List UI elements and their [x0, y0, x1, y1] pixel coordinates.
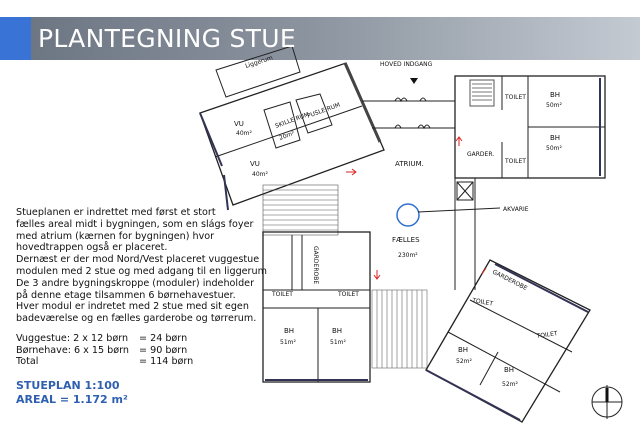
plan-scale: STUEPLAN 1:100 AREAL = 1.172 m² — [16, 379, 128, 407]
count-row-total: Total = 114 børn — [16, 356, 193, 368]
count-value: = 90 børn — [139, 344, 188, 356]
label-toilet-se2: TOILET — [535, 330, 558, 340]
label-bh-ne2: BH — [550, 134, 560, 142]
label-toilet-sw2: TOILET — [337, 291, 359, 298]
description-line: Hver modul er indretet med 2 stue med si… — [16, 301, 249, 313]
description-line: De 3 andre bygningskroppe (moduler) inde… — [16, 277, 255, 289]
count-row-vuggestue: Vuggestue: 2 x 12 børn = 24 børn — [16, 333, 193, 345]
red-arrow-icon — [346, 168, 357, 176]
terrace-hatch — [371, 289, 428, 369]
label-toilet-sw1: TOILET — [271, 291, 293, 298]
main-stairs — [262, 184, 339, 236]
description-line: Stueplanen er indrettet med først et sto… — [16, 207, 216, 218]
description-line: modulen med 2 stue og med adgang til en … — [16, 265, 267, 277]
label-bh-sw2: BH — [332, 327, 342, 335]
label-vu2: VU — [250, 160, 260, 168]
description-line: fælles areal midt i bygningen, som en sl… — [16, 218, 254, 230]
red-arrow-icon — [373, 270, 381, 280]
label-toilet-se1: TOILET — [471, 297, 494, 308]
label-faelles: FÆLLES — [392, 236, 420, 244]
count-label: Total — [16, 356, 39, 368]
label-bh-ne1-area: 50m² — [546, 102, 562, 109]
description-line: hovedtrappen også er placeret. — [16, 242, 168, 254]
count-label: Børnehave: 6 x 15 børn — [16, 344, 129, 356]
children-counts: Vuggestue: 2 x 12 børn = 24 børn Børnehav… — [16, 333, 193, 368]
label-skillerum: SKILLE RUM — [274, 111, 310, 130]
red-arrow-icon — [481, 267, 487, 275]
page-title: PLANTEGNING STUE — [38, 24, 296, 53]
label-vu1: VU — [234, 120, 244, 128]
label-garderobe-sw: GARDEROBE — [312, 246, 319, 284]
title-accent — [0, 17, 31, 60]
description-line: med atrium (kærnen for bygningen) hvor — [16, 230, 215, 242]
label-bh-se1: BH — [458, 346, 468, 354]
label-bh-se1-area: 52m² — [456, 358, 472, 365]
label-skillerum-area: 20m² — [278, 130, 296, 142]
label-bh-sw2-area: 51m² — [330, 339, 346, 346]
label-entrance: HOVED INDGANG — [380, 61, 433, 68]
label-bh-ne1: BH — [550, 91, 560, 99]
nw-module — [199, 45, 385, 211]
akvarie-circle — [396, 203, 420, 227]
label-faelles-area: 230m² — [398, 252, 418, 259]
sw-module — [262, 231, 371, 383]
description-line: Dernæst er der mod Nord/Vest placeret vu… — [16, 254, 260, 266]
label-bh-ne2-area: 50m² — [546, 145, 562, 152]
entrance-corridor — [362, 97, 455, 130]
label-atrium: ATRIUM. — [395, 160, 424, 168]
description-line: på denne etage tilsammen 6 børnehavestue… — [16, 289, 236, 301]
count-value: = 24 børn — [139, 333, 188, 344]
label-vu1-area: 40m² — [236, 130, 252, 137]
count-row-boernehave: Børnehave: 6 x 15 børn = 90 børn — [16, 345, 193, 357]
label-vu2-area: 40m² — [252, 171, 268, 178]
entrance-arrow-icon — [410, 78, 418, 84]
north-compass-icon — [591, 385, 623, 419]
label-akvarie: AKVARIE — [503, 206, 529, 213]
description-line: badeværelse og en fælles garderobe og tø… — [16, 313, 257, 325]
se-module — [425, 259, 591, 423]
label-garder: GARDER. — [467, 151, 494, 158]
scale-text: STUEPLAN 1:100 — [16, 379, 120, 392]
description: Stueplanen er indrettet med først et sto… — [16, 207, 267, 325]
count-value: = 114 børn — [139, 356, 194, 368]
count-label: Vuggestue: 2 x 12 børn — [16, 333, 129, 344]
ne-module — [454, 75, 606, 179]
label-toilet-ne2: TOILET — [504, 158, 526, 165]
title-bar — [31, 17, 640, 60]
label-bh-se2: BH — [504, 366, 514, 374]
label-bh-se2-area: 52m² — [502, 381, 518, 388]
label-bh-sw1: BH — [284, 327, 294, 335]
area-text: AREAL = 1.172 m² — [16, 393, 128, 406]
red-arrow-icon — [455, 136, 463, 146]
label-bh-sw1-area: 51m² — [280, 339, 296, 346]
label-toilet-ne1: TOILET — [504, 94, 526, 101]
